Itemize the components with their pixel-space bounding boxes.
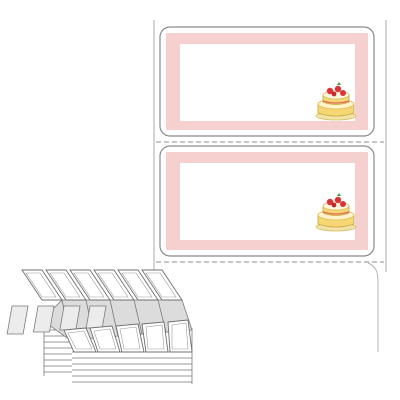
cake-icon: [315, 193, 357, 232]
label-liner: [153, 20, 387, 272]
cake-icon: [315, 82, 357, 121]
label-1: [159, 26, 375, 137]
liner-tail: [367, 262, 379, 352]
stack-front-row: [63, 319, 193, 353]
label-2: [159, 145, 375, 257]
stack-top-row: [21, 269, 183, 301]
stack-edges: [43, 318, 193, 384]
